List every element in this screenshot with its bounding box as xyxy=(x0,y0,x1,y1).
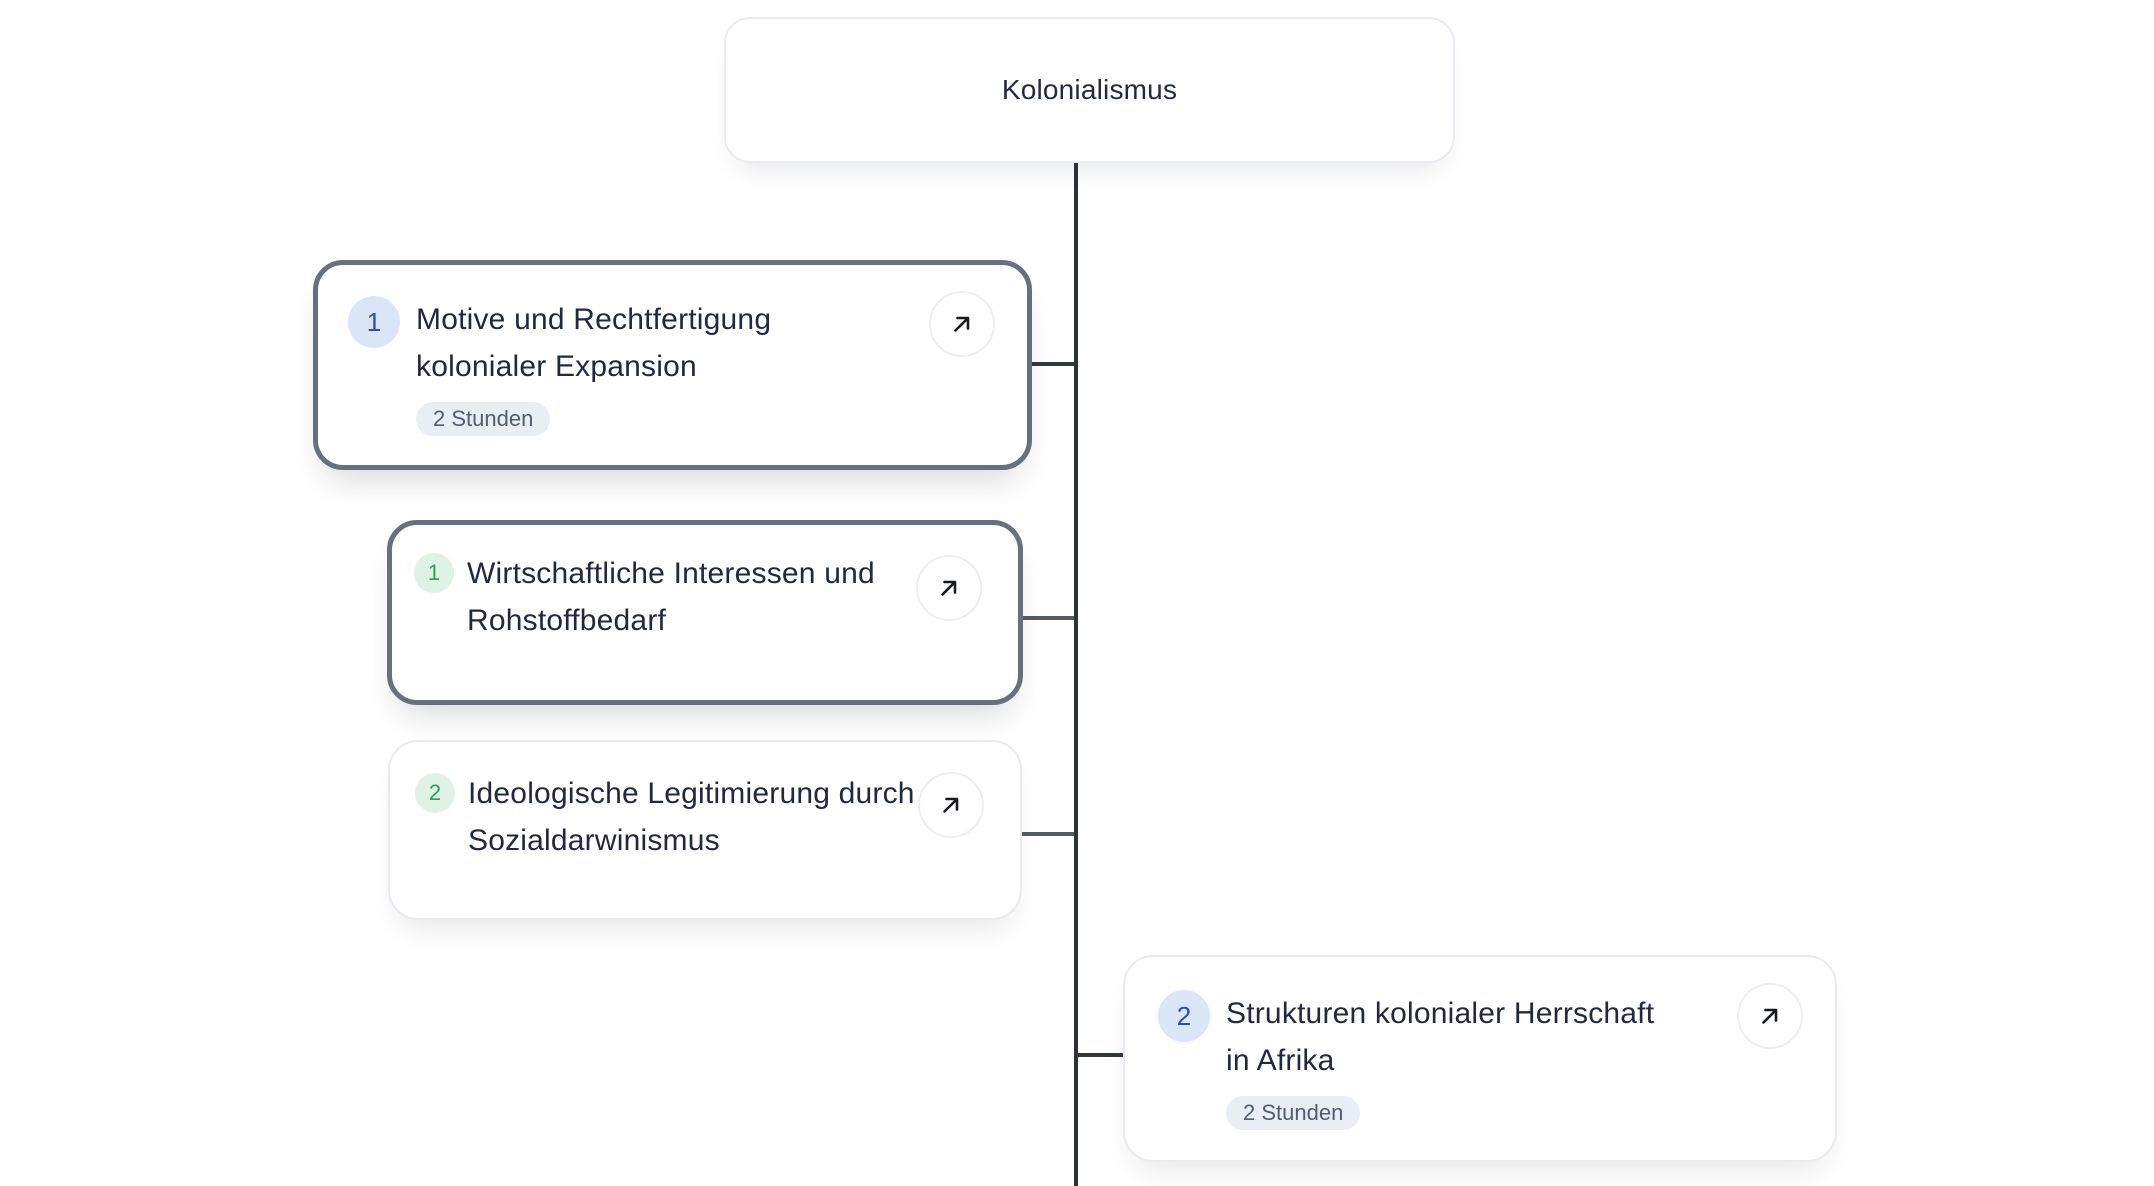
topic-card-motive[interactable]: 1 Motive und Rechtfertigung kolonialer E… xyxy=(313,260,1032,470)
subtopic-card-wirtschaftliche-interessen[interactable]: 1 Wirtschaftliche Interessen und Rohstof… xyxy=(387,520,1023,705)
subtopic-title: Wirtschaftliche Interessen und Rohstoffb… xyxy=(467,557,875,637)
duration-badge: 2 Stunden xyxy=(1226,1096,1361,1130)
connector-line-subtopic-2 xyxy=(1022,832,1074,836)
arrow-up-right-icon xyxy=(941,580,957,596)
topic-number-badge: 2 xyxy=(1158,990,1210,1042)
subtopic-number-badge: 1 xyxy=(414,553,454,593)
topic-number-badge: 1 xyxy=(348,296,400,348)
connector-line-subtopic-1 xyxy=(1023,616,1074,620)
root-node[interactable]: Kolonialismus xyxy=(724,17,1455,163)
arrow-up-right-icon xyxy=(954,316,970,332)
subtopic-card-ideologische-legitimierung[interactable]: 2 Ideologische Legitimierung durch Sozia… xyxy=(388,740,1022,920)
open-topic-button[interactable] xyxy=(1737,983,1803,1049)
arrow-up-right-icon xyxy=(943,797,959,813)
subtopic-title: Ideologische Legitimierung durch Soziald… xyxy=(468,777,915,857)
arrow-up-right-icon xyxy=(1762,1008,1778,1024)
trunk-connector-line xyxy=(1074,163,1078,1186)
subtopic-number-badge: 2 xyxy=(415,773,455,813)
topic-card-strukturen[interactable]: 2 Strukturen kolonialer Herrschaft in Af… xyxy=(1123,955,1837,1162)
connector-line-topic-2 xyxy=(1078,1053,1123,1057)
root-node-label: Kolonialismus xyxy=(1001,74,1178,105)
topic-title: Strukturen kolonialer Herrschaft in Afri… xyxy=(1226,997,1655,1077)
topic-title: Motive und Rechtfertigung kolonialer Exp… xyxy=(416,303,772,383)
open-subtopic-button[interactable] xyxy=(916,555,982,621)
open-subtopic-button[interactable] xyxy=(918,772,984,838)
open-topic-button[interactable] xyxy=(929,291,995,357)
duration-badge: 2 Stunden xyxy=(416,402,551,436)
connector-line-topic-1 xyxy=(1032,362,1074,366)
